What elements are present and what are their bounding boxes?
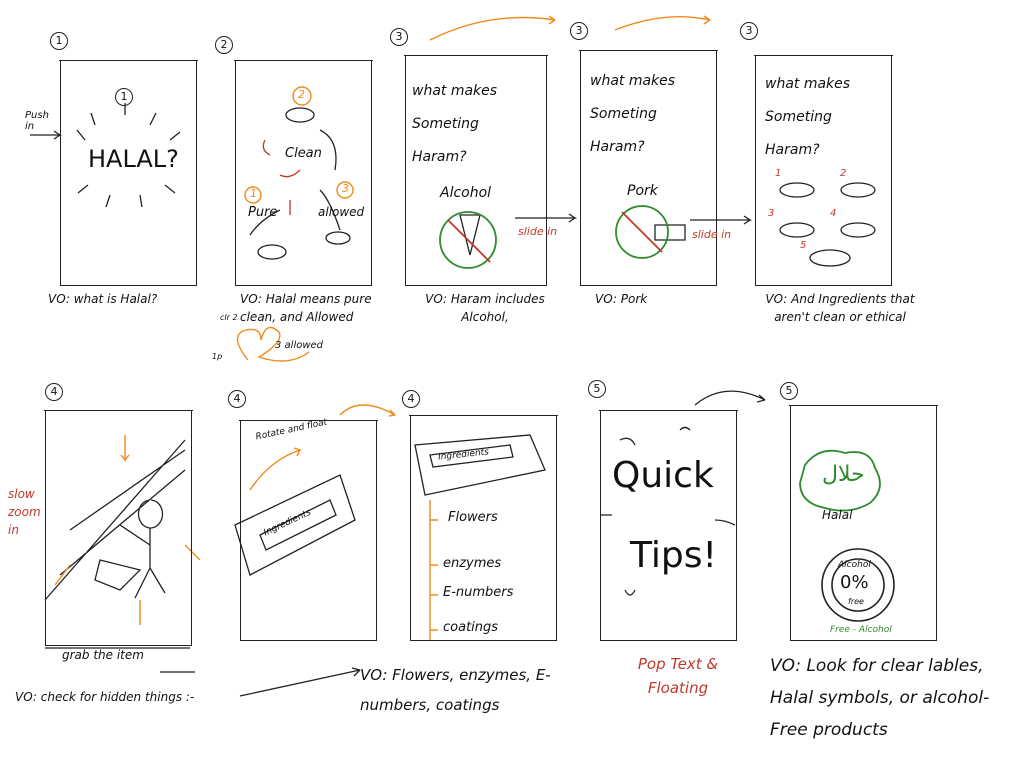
transition-note: slide in [692,228,732,241]
ingredient-item: E-numbers [443,585,514,600]
marker-2: 2 [298,88,305,101]
marker-3: 3 [342,182,349,195]
panel-3-frame [404,55,548,286]
panel-10-frame [789,405,938,641]
marker-1: 1 [250,187,257,200]
transition-note: slide in [518,225,558,238]
item-label: Pork [627,183,658,199]
marker: 4 [830,208,837,219]
panel-number: 5 [780,382,798,400]
side-note: slow zoom in [8,487,41,537]
panel-number: 4 [402,390,420,408]
marker: 2 [840,168,847,179]
panel-number: 3 [390,28,408,46]
panel-1-frame [59,60,198,286]
panel-2-frame [234,60,373,286]
panel-7-frame [239,420,378,641]
zero-percent: 0% [840,572,869,593]
vo-text: VO: Flowers, enzymes, E-numbers, coating… [360,666,551,714]
item-label: Alcohol [440,185,492,201]
panel-5-frame [754,55,893,286]
vo-text: VO: Look for clear lables, Halal symbols… [770,656,990,740]
ingredient-item: enzymes [443,556,502,571]
ingredient-item: Flowers [448,510,498,525]
marker: 1 [775,168,782,179]
quick-title: Quick [612,455,714,496]
panel-9-frame [599,410,738,641]
vo-text: VO: check for hidden things :- [15,690,195,704]
vo-text: VO: Halal means pure clean, and Allowed [240,292,372,324]
panel-number: 5 [588,380,606,398]
caption: Pop Text & Floating [637,655,719,697]
caption: grab the item [62,648,144,662]
alcohol-label: Alcohol [838,560,871,570]
free-label: free [848,597,864,606]
panel-number: 4 [228,390,246,408]
panel-number: 2 [215,36,233,54]
heading: what makes Someting Haram? [590,73,676,155]
vo-text: VO: what is Halal? [48,292,158,306]
heading: what makes Someting Haram? [412,83,498,165]
panel-number: 3 [570,22,588,40]
push-in-note: Push in [25,110,49,132]
scene-marker: 1 [115,88,133,106]
marker: 3 [768,208,775,219]
panel-number: 4 [45,383,63,401]
tips-title: Tips! [630,535,717,576]
note: 1p [212,352,223,361]
vo-text: VO: Pork [595,292,648,306]
label-allowed: allowed [318,205,365,219]
ingredient-item: coatings [443,620,499,635]
panel-number: 1 [50,32,68,50]
note: clr 2 [220,313,238,322]
note: 3 allowed [275,340,324,351]
label-pure: Pure [248,205,278,220]
halal-arabic: حلال [822,462,865,487]
panel-6-frame [44,410,193,646]
marker: 5 [800,240,807,251]
vo-text: VO: And Ingredients that aren't clean or… [765,292,915,324]
halal-label: Halal [822,508,853,522]
label-clean: Clean [285,146,322,161]
panel-4-frame [579,50,718,286]
panel-8-frame [409,415,558,641]
heading: what makes Someting Haram? [765,76,851,158]
vo-text: VO: Haram includes Alcohol, [425,292,545,324]
panel-number: 3 [740,22,758,40]
free-alcohol-label: Free - Alcohol [830,625,892,635]
halal-title: HALAL? [88,145,179,173]
